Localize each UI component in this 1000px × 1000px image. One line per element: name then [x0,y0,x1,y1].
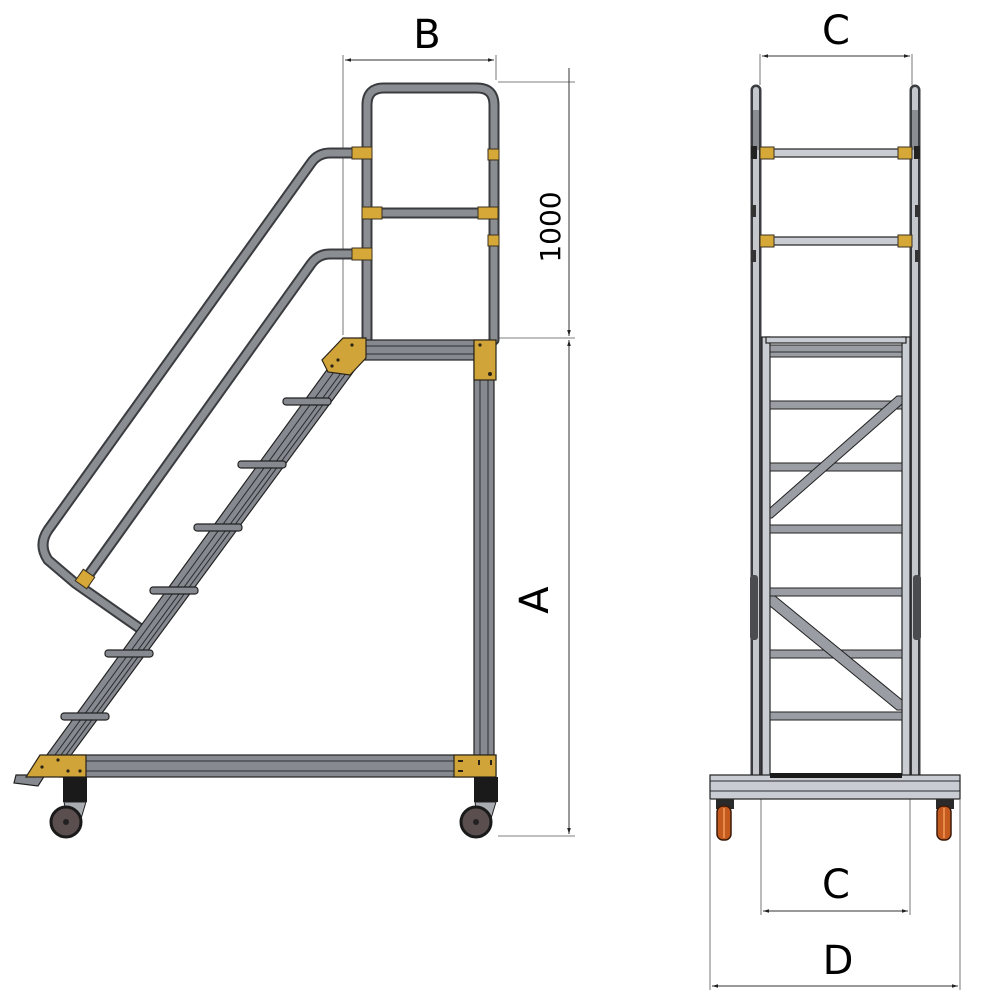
front-view: C C D [709,8,961,990]
castor-front-side [49,777,87,839]
dimension-b: B [342,12,497,335]
dimension-d: D [709,800,961,990]
stair-handrails [37,147,366,638]
castor-left-front [716,799,734,841]
dimension-c-top-label: C [822,8,850,54]
connector-plates [24,337,497,778]
rung [769,711,903,721]
rung [769,462,903,472]
ladder-frame [761,336,911,786]
rung [769,400,903,410]
base-beam [59,754,497,778]
front-base [709,773,961,800]
castor-right-front [936,799,954,841]
dimension-c-bottom: C [760,795,911,915]
platform-guardrail [361,82,500,346]
rear-post [473,344,495,776]
dimension-a-label: A [512,586,558,614]
side-view: B 1000 A [13,12,575,839]
dimension-c-top: C [759,8,913,85]
dimension-1000-label: 1000 [534,191,567,262]
dimension-a: A [498,340,575,837]
castor-rear-side [459,777,498,839]
dimension-c-bottom-label: C [822,862,850,908]
rung [769,587,903,597]
dimension-b-label: B [413,12,440,58]
dimension-d-label: D [823,938,854,984]
platform-beam [361,339,491,361]
handrail-clamps [74,146,500,590]
front-guardrail [750,84,921,786]
rung [769,524,903,534]
stair-steps [60,397,332,721]
dimension-1000: 1000 [498,68,575,339]
